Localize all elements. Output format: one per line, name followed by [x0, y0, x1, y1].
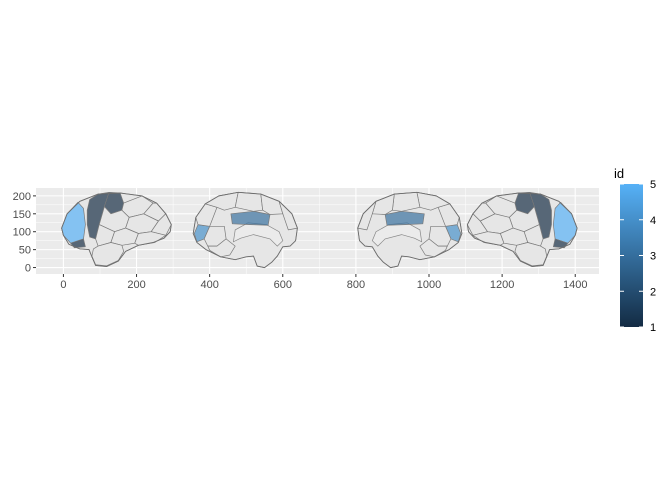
legend-label: 3	[650, 251, 656, 263]
x-tick-label: 1000	[417, 279, 441, 291]
y-tick-label: 150	[13, 209, 31, 221]
axes: 0 200 400 600 800 1000 1200 1400 0 50 100 150 200	[13, 191, 588, 291]
region-unlabeled	[467, 213, 488, 236]
y-tick-label: 0	[25, 263, 31, 275]
x-tick-label: 400	[200, 279, 218, 291]
y-tick-label: 100	[13, 227, 31, 239]
hemisphere-right-medial	[357, 191, 463, 269]
region-unlabeled	[207, 238, 236, 258]
region-unlabeled	[514, 242, 548, 267]
hemisphere-left-lateral	[61, 191, 172, 267]
legend-label: 2	[650, 286, 656, 298]
region-id-3	[230, 210, 271, 226]
medial-wall	[371, 222, 423, 247]
brain-regions	[61, 191, 578, 269]
hemisphere-border	[466, 192, 578, 267]
y-tick-label: 200	[13, 191, 31, 203]
region-unlabeled	[234, 191, 264, 212]
region-unlabeled	[392, 191, 421, 212]
y-tick-label: 50	[19, 245, 31, 257]
legend-colorbar	[620, 184, 643, 327]
hemisphere-right-lateral	[466, 191, 578, 267]
x-tick-label: 800	[347, 279, 365, 291]
legend-label: 4	[650, 215, 656, 227]
legend-label: 5	[650, 179, 656, 191]
x-tick-label: 1400	[563, 279, 587, 291]
legend: id 1 2 3 4 5	[614, 166, 656, 334]
legend-label: 1	[650, 322, 656, 334]
region-unlabeled	[91, 242, 125, 267]
x-tick-label: 0	[60, 279, 66, 291]
hemisphere-left-medial	[192, 191, 298, 269]
region-unlabeled	[150, 213, 172, 236]
x-tick-label: 1200	[490, 279, 514, 291]
medial-wall	[232, 222, 284, 247]
x-tick-label: 200	[127, 279, 145, 291]
hemisphere-border	[357, 191, 463, 269]
region-unlabeled	[134, 231, 167, 246]
region-unlabeled	[472, 231, 505, 246]
region-unlabeled	[419, 238, 448, 258]
hemisphere-border	[61, 192, 172, 267]
region-id-3	[384, 210, 425, 226]
x-tick-label: 600	[274, 279, 292, 291]
hemisphere-border	[192, 191, 298, 269]
legend-title: id	[614, 166, 624, 181]
